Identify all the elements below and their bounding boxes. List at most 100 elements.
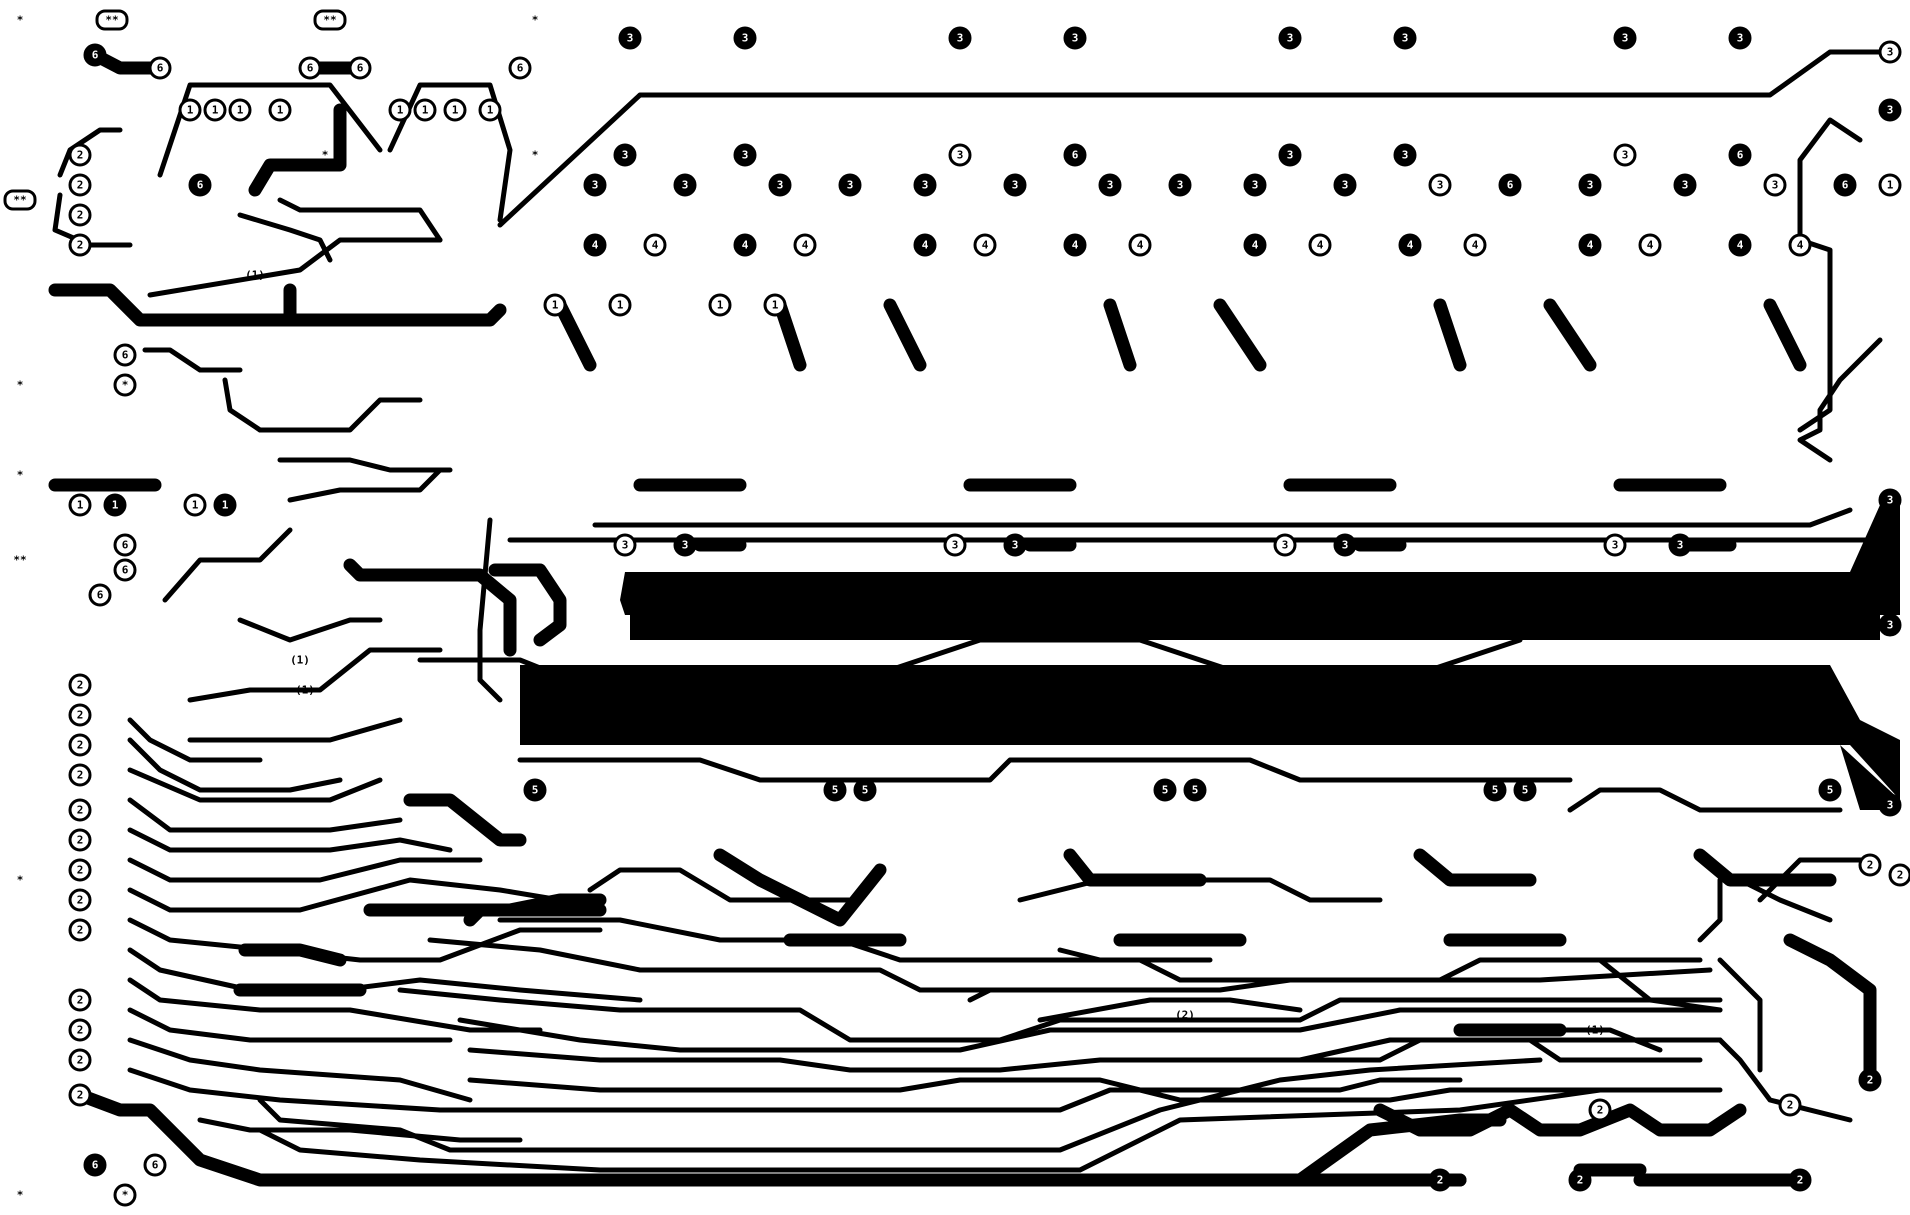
pad-ring: [1063, 233, 1087, 257]
pad-ring: [313, 9, 347, 31]
pad-p8: 6: [348, 56, 372, 80]
pad-label: **: [13, 194, 26, 207]
pad-label: 6: [517, 62, 524, 75]
pad-label: 2: [77, 1054, 84, 1067]
pad-ring: [1788, 233, 1812, 257]
pad-ring: [113, 373, 137, 397]
pad-ring: [583, 173, 607, 197]
pad-label: 3: [1772, 179, 1779, 192]
pad-ring: [1778, 1093, 1802, 1117]
pad-ring: [608, 293, 632, 317]
pad-ring: [68, 1018, 92, 1042]
pad-p25: 1: [413, 98, 437, 122]
pad-label: 3: [1177, 179, 1184, 192]
pad-p65: 4: [973, 233, 997, 257]
pad-ring: [443, 98, 467, 122]
pad-p114: 2: [68, 763, 92, 787]
pad-ring: [268, 98, 292, 122]
pad-p38: 3: [838, 173, 862, 197]
pad-ring: [1428, 1168, 1452, 1192]
pad-ring: [68, 143, 92, 167]
pad-p55: 3: [1278, 143, 1302, 167]
pad-ring: [1878, 98, 1902, 122]
pad-ring: [523, 778, 547, 802]
pad-p42: 3: [1168, 173, 1192, 197]
pad-label: 5: [1492, 784, 1499, 797]
pad-label: 3: [1737, 32, 1744, 45]
pad-p127: *: [17, 874, 24, 887]
pad-label: 3: [1252, 179, 1259, 192]
pad-ring: [1003, 173, 1027, 197]
pad-p131: 6: [113, 533, 137, 557]
pad-label: 2: [77, 739, 84, 752]
pad-p122: 2: [68, 1048, 92, 1072]
pad-label: 2: [1437, 1174, 1444, 1187]
pad-p118: 2: [68, 888, 92, 912]
pad-ring: [823, 778, 847, 802]
pad-label: (2): [1175, 1009, 1195, 1022]
pad-ring: [298, 56, 322, 80]
pad-label: 2: [77, 924, 84, 937]
pad-p128: *: [17, 1189, 24, 1202]
pad-ring: [68, 203, 92, 227]
pad-p81: 1: [608, 293, 632, 317]
pad-ring: [1603, 533, 1627, 557]
pad-p5: 6: [83, 43, 107, 67]
pad-ring: [1878, 173, 1902, 197]
pad-ring: [1578, 233, 1602, 257]
pad-p141: 2: [1568, 1168, 1592, 1192]
pad-label: 2: [77, 179, 84, 192]
pad-label: *: [532, 14, 539, 27]
pad-p95: 5: [523, 778, 547, 802]
pad-label: 1: [397, 104, 404, 117]
pad-label: 1: [487, 104, 494, 117]
pad-label: 3: [627, 32, 634, 45]
pad-ring: [188, 173, 212, 197]
pad-p56: 3: [1393, 143, 1417, 167]
pad-ring: [733, 143, 757, 167]
pad-ring: [763, 293, 787, 317]
pad-label: 3: [777, 179, 784, 192]
pad-ring: [1763, 173, 1787, 197]
pad-p72: 4: [1578, 233, 1602, 257]
pad-ring: [1498, 173, 1522, 197]
pad-label: *: [17, 874, 24, 887]
pad-p103: 2: [1858, 853, 1882, 877]
pad-ring: [68, 858, 92, 882]
pad-ring: [113, 1183, 137, 1207]
pad-p22: 1: [228, 98, 252, 122]
pad-p94: 3: [1878, 793, 1902, 817]
pad-p41: 3: [1098, 173, 1122, 197]
pad-p104: 2: [1858, 1068, 1882, 1092]
pad-p43: 3: [1243, 173, 1267, 197]
pad-ring: [708, 293, 732, 317]
pad-p52: 3: [733, 143, 757, 167]
pad-label: 3: [1887, 46, 1894, 59]
pad-p97: 5: [853, 778, 877, 802]
pad-p19: 3: [1878, 98, 1902, 122]
pad-ring: [1818, 778, 1842, 802]
pad-label: 3: [952, 539, 959, 552]
pad-label: 4: [1137, 239, 1144, 252]
pad-p59: 1: [1878, 173, 1902, 197]
pad-label: 3: [1887, 799, 1894, 812]
pad-ring: [1673, 173, 1697, 197]
pad-p21: 1: [203, 98, 227, 122]
pad-ring: [1243, 173, 1267, 197]
pad-label: 3: [1107, 179, 1114, 192]
pad-ring: [793, 233, 817, 257]
pad-label: 3: [1612, 539, 1619, 552]
pad-label: 4: [922, 239, 929, 252]
pad-ring: [113, 558, 137, 582]
pad-ring: [148, 56, 172, 80]
pad-label: **: [323, 14, 336, 27]
pad-label: 6: [122, 349, 129, 362]
pad-p135: (1): [295, 684, 315, 697]
pad-ring: [613, 533, 637, 557]
pad-ring: [113, 343, 137, 367]
pad-label: 3: [742, 149, 749, 162]
pad-label: 3: [1012, 539, 1019, 552]
pad-label: 4: [1407, 239, 1414, 252]
pad-p67: 4: [1128, 233, 1152, 257]
pad-ring: [1878, 488, 1902, 512]
